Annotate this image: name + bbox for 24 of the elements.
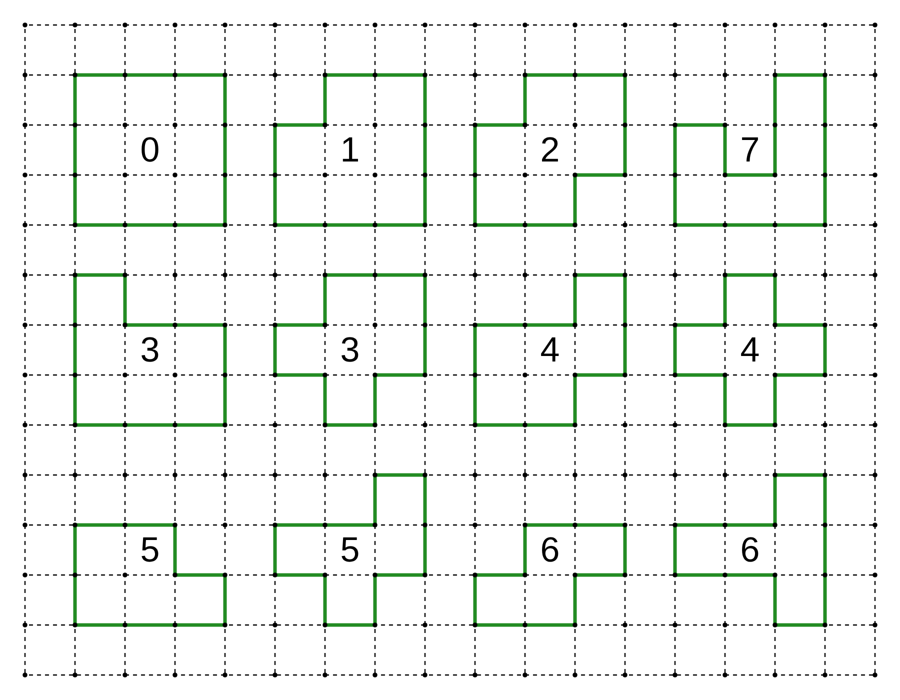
shape-number: 0 xyxy=(140,132,160,168)
polyomino-shape xyxy=(73,273,227,427)
shape-number: 5 xyxy=(340,532,360,568)
shape-number: 3 xyxy=(140,332,160,368)
shape-number: 6 xyxy=(740,532,760,568)
polyomino-shape xyxy=(473,523,627,627)
polyomino-shape xyxy=(673,473,827,627)
polyomino-shape xyxy=(473,273,627,427)
shape-number: 3 xyxy=(340,332,360,368)
shape-number: 6 xyxy=(540,532,560,568)
polyomino-shape xyxy=(273,473,427,627)
polyomino-shape xyxy=(273,73,427,227)
polyomino-shape xyxy=(73,73,227,227)
shape-number: 1 xyxy=(340,132,360,168)
shape-number: 4 xyxy=(540,332,560,368)
shape-number: 5 xyxy=(140,532,160,568)
polyomino-shape xyxy=(73,523,227,627)
shape-number: 4 xyxy=(740,332,760,368)
shape-number: 7 xyxy=(740,132,760,168)
polyomino-shape xyxy=(673,273,827,427)
shape-number: 2 xyxy=(540,132,560,168)
polyomino-shape xyxy=(473,73,627,227)
polyomino-shape xyxy=(273,273,427,427)
polyomino-shape xyxy=(673,73,827,227)
